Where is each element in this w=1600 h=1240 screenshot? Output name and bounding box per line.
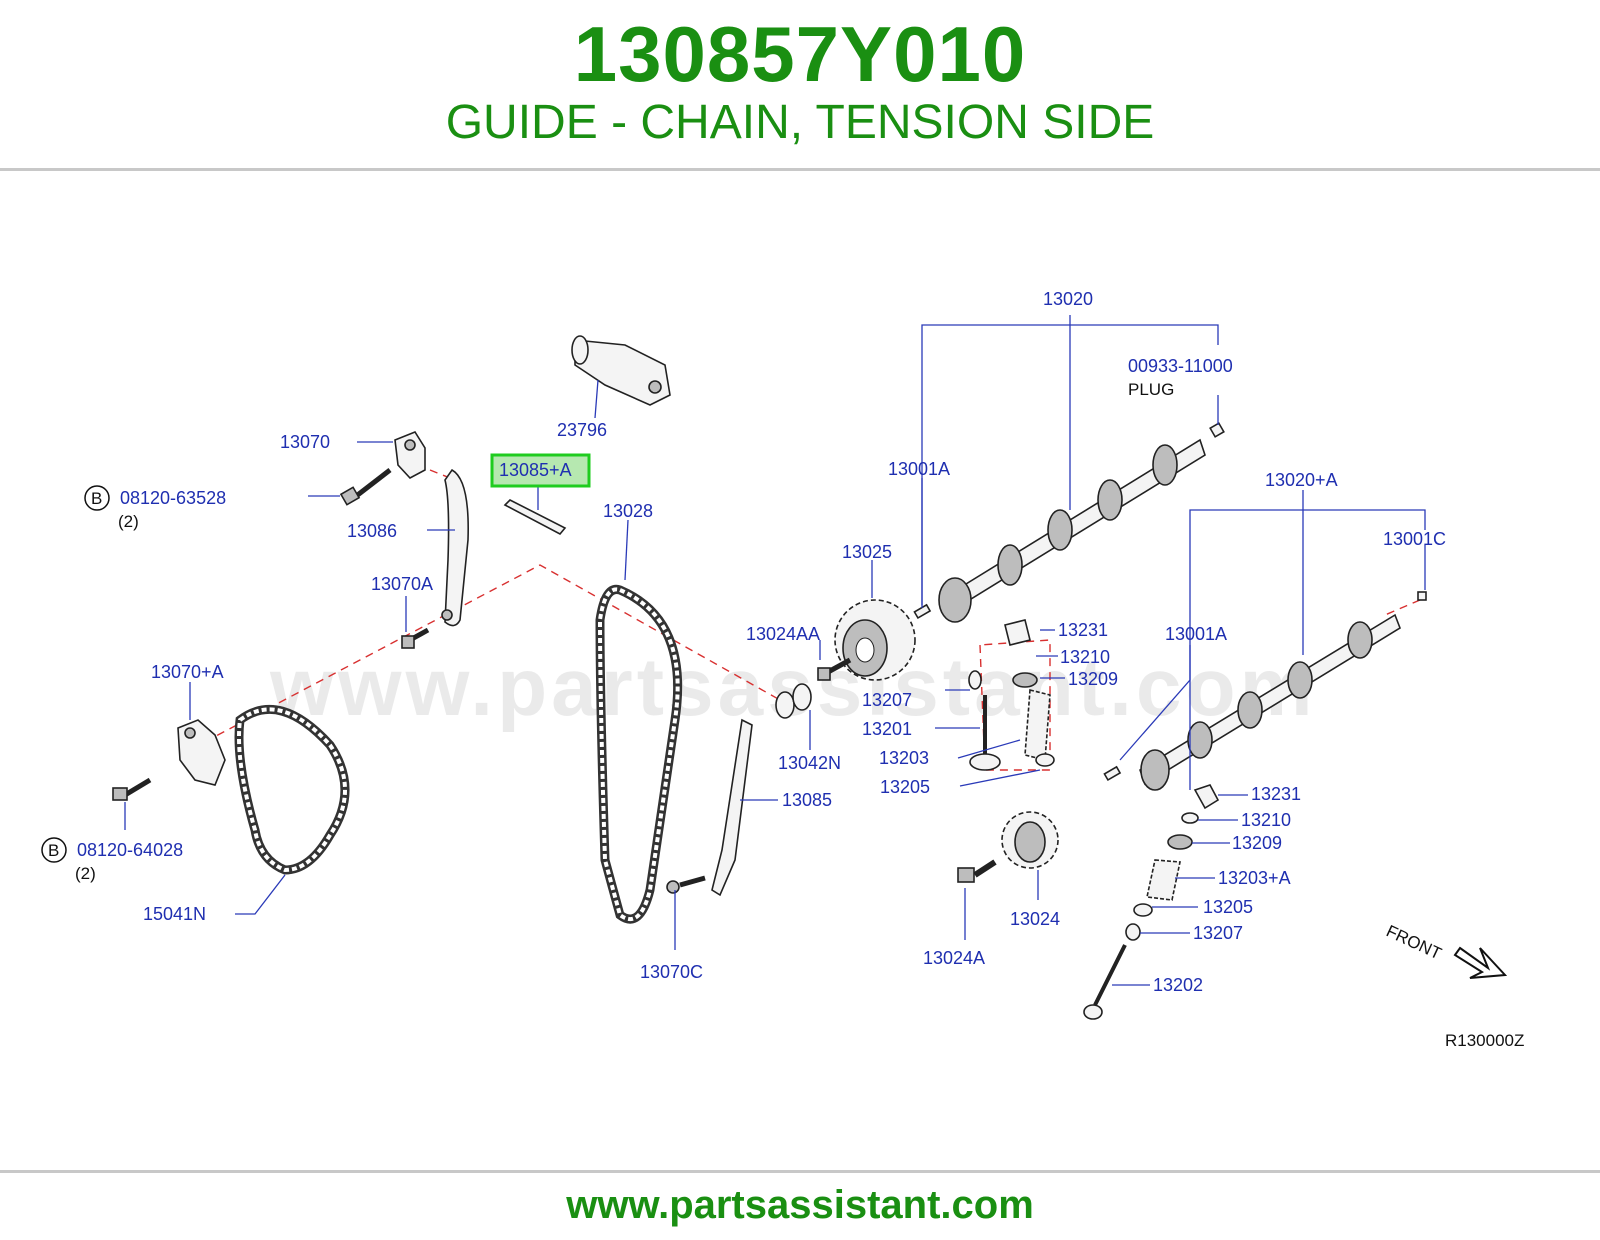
bolt-08120-64028[interactable] [112, 777, 152, 801]
callout-13231-a[interactable]: 13231 [1058, 620, 1108, 640]
callout-08120-63528[interactable]: 08120-63528 [120, 488, 226, 508]
callout-13203pA[interactable]: 13203+A [1218, 868, 1291, 888]
svg-text:B: B [91, 489, 102, 508]
callout-13202[interactable]: 13202 [1153, 975, 1203, 995]
dowel-13001A-lower[interactable] [1103, 765, 1122, 782]
svg-text:B: B [48, 841, 59, 860]
callout-13209-a[interactable]: 13209 [1068, 669, 1118, 689]
sprocket-13024[interactable] [1001, 811, 1059, 869]
part-description: GUIDE - CHAIN, TENSION SIDE [445, 96, 1155, 149]
highlight-box [490, 453, 591, 488]
callout-13085[interactable]: 13085 [782, 790, 832, 810]
callout-13205-a[interactable]: 13205 [880, 777, 930, 797]
callout-13001C[interactable]: 13001C [1383, 529, 1446, 549]
callout-13205-b[interactable]: 13205 [1203, 897, 1253, 917]
guide-bracket-13070[interactable] [394, 431, 426, 479]
callout-00933-11000[interactable]: 00933-11000 [1128, 356, 1233, 376]
callout-13070A[interactable]: 13070A [371, 574, 433, 594]
washers-13042N[interactable] [775, 683, 812, 719]
callout-13210-a[interactable]: 13210 [1060, 647, 1110, 667]
camshaft-upper-13020[interactable] [938, 422, 1225, 623]
callout-13070pA[interactable]: 13070+A [151, 662, 224, 682]
callout-23796[interactable]: 23796 [557, 420, 607, 440]
callout-13070C[interactable]: 13070C [640, 962, 703, 982]
callout-13028[interactable]: 13028 [603, 501, 653, 521]
callout-13085A[interactable]: 13085+A [499, 460, 572, 480]
callout-13001A-top[interactable]: 13001A [888, 459, 950, 479]
callout-13209-b[interactable]: 13209 [1232, 833, 1282, 853]
timing-chain-13028[interactable] [595, 584, 683, 924]
callout-13042N[interactable]: 13042N [778, 753, 841, 773]
footer-website-link[interactable]: www.partsassistant.com [566, 1183, 1034, 1227]
bolt-marker-b1: B [84, 485, 110, 511]
front-arrow-icon [1453, 946, 1508, 979]
bottom-divider [0, 1170, 1600, 1173]
quantity-1: (2) [118, 512, 139, 531]
callout-13201[interactable]: 13201 [862, 719, 912, 739]
tension-arm-13086[interactable] [441, 468, 469, 627]
quantity-2: (2) [75, 864, 96, 883]
top-divider [0, 168, 1600, 171]
callout-13024AA[interactable]: 13024AA [746, 624, 820, 644]
callout-13024A[interactable]: 13024A [923, 948, 985, 968]
assembly-dash-lines [179, 469, 1421, 771]
valve-assembly-upper[interactable] [968, 619, 1055, 771]
callout-13231-b[interactable]: 13231 [1251, 784, 1301, 804]
callout-13020[interactable]: 13020 [1043, 289, 1093, 309]
callout-13210-b[interactable]: 13210 [1241, 810, 1291, 830]
bolt-08120-63528[interactable] [339, 468, 392, 506]
camshaft-lower-13020pA[interactable] [1139, 591, 1427, 791]
callout-13020pA[interactable]: 13020+A [1265, 470, 1338, 490]
callout-13025[interactable]: 13025 [842, 542, 892, 562]
bolt-13070C[interactable] [666, 875, 706, 894]
bolt-marker-b2: B [41, 837, 67, 863]
diagram-code: R130000Z [1445, 1031, 1524, 1050]
callout-13070[interactable]: 13070 [280, 432, 330, 452]
camshaft-sprocket-13025[interactable] [834, 599, 916, 681]
bolt-13024A[interactable] [957, 859, 997, 883]
callout-13024[interactable]: 13024 [1010, 909, 1060, 929]
leader-lines [124, 315, 1426, 986]
chain-guide-13085[interactable] [711, 718, 753, 897]
guide-strip-13085A[interactable] [503, 499, 567, 536]
valve-assembly-lower[interactable] [1083, 784, 1220, 1020]
tensioner-13070pA[interactable] [177, 719, 226, 786]
front-label: FRONT [1383, 921, 1444, 963]
callout-13207-a[interactable]: 13207 [862, 690, 912, 710]
chain-tensioner-23796[interactable] [571, 335, 671, 406]
callout-13207-b[interactable]: 13207 [1193, 923, 1243, 943]
page-title: 130857Y010 [573, 10, 1027, 98]
callout-15041N[interactable]: 15041N [143, 904, 206, 924]
dowel-13001A-upper[interactable] [913, 603, 932, 620]
callout-13203[interactable]: 13203 [879, 748, 929, 768]
callout-13001A-mid[interactable]: 13001A [1165, 624, 1227, 644]
bolt-13024AA[interactable] [817, 657, 852, 681]
timing-chain-15041N[interactable] [234, 704, 350, 875]
watermark-text: www.partsassistant.com [269, 642, 1317, 733]
callout-13086[interactable]: 13086 [347, 521, 397, 541]
plug-label: PLUG [1128, 380, 1174, 399]
bolt-13070A[interactable] [401, 627, 430, 649]
callout-08120-64028[interactable]: 08120-64028 [77, 840, 183, 860]
